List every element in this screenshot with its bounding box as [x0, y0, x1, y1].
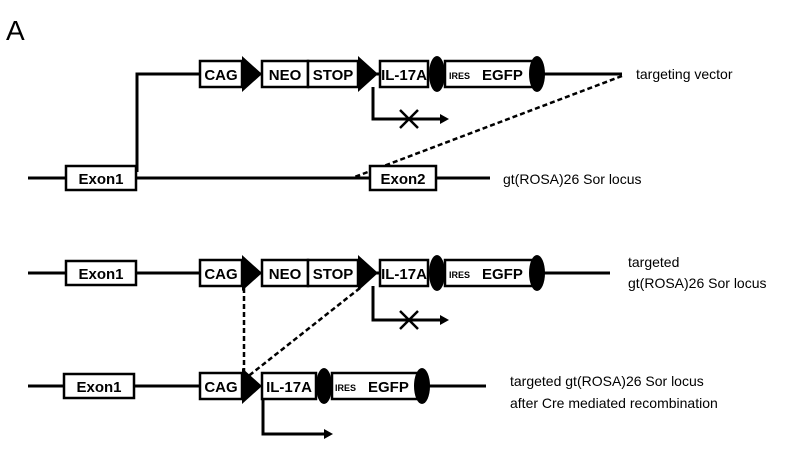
arrow-head	[324, 429, 333, 439]
cag-box	[198, 258, 244, 288]
egfp-label: EGFP	[368, 379, 409, 396]
il17a-box	[378, 59, 430, 89]
ires-label: IRES	[449, 71, 470, 81]
frt-oval	[414, 368, 430, 404]
wildtype-locus-row: Exon1 Exon2 gt(ROSA)26 Sor locus	[28, 164, 642, 192]
targeted-locus-row: Exon1 CAG NEO STOP IL-17A IRES EGFP targ…	[28, 254, 767, 330]
il17a-label: IL-17A	[266, 379, 312, 396]
recombined-label-line2: after Cre mediated recombination	[510, 395, 718, 411]
exon2-label: Exon2	[380, 171, 425, 188]
promoter-arrow	[242, 368, 262, 404]
exon1-label: Exon1	[78, 171, 123, 188]
arrow-head	[440, 114, 449, 124]
x-mark	[399, 109, 419, 129]
targeted-label-line1: targeted	[628, 254, 679, 270]
ires-egfp-box	[443, 258, 535, 288]
targeting-vector-row: CAG NEO STOP IL-17A IRES EGFP targeting …	[135, 56, 733, 172]
vector-left-arm	[135, 72, 200, 172]
neo-label: NEO	[269, 266, 302, 283]
targeted-label-line2: gt(ROSA)26 Sor locus	[628, 275, 767, 291]
blocked-transcription-arrow	[371, 286, 442, 322]
ires-egfp-box	[330, 371, 420, 401]
egfp-label: EGFP	[482, 266, 523, 283]
frt-oval	[529, 56, 545, 92]
egfp-label: EGFP	[482, 67, 523, 84]
exon1-box	[64, 259, 138, 287]
panel-label: A	[6, 15, 25, 46]
cag-label: CAG	[204, 67, 237, 84]
targeting-vector-label: targeting vector	[636, 66, 733, 82]
frt-oval	[529, 255, 545, 291]
excision-dashed-line	[245, 287, 361, 379]
loxp-arrow	[358, 255, 378, 291]
recombined-label-line1: targeted gt(ROSA)26 Sor locus	[510, 373, 704, 389]
il17a-label: IL-17A	[381, 266, 427, 283]
x-mark	[399, 310, 419, 330]
stop-label: STOP	[313, 67, 354, 84]
il17a-label: IL-17A	[381, 67, 427, 84]
stop-box	[306, 258, 360, 288]
recombined-locus-row: Exon1 CAG IL-17A IRES EGFP targeted gt(R…	[28, 368, 718, 439]
neo-label: NEO	[269, 67, 302, 84]
exon2-box	[368, 164, 438, 192]
transcription-arrow	[261, 400, 326, 436]
ires-label: IRES	[449, 270, 470, 280]
neo-box	[260, 59, 310, 89]
exon1-label: Exon1	[76, 379, 121, 396]
ires-label: IRES	[335, 383, 356, 393]
cag-box	[198, 371, 244, 401]
promoter-arrow	[242, 255, 262, 291]
arrow-head	[440, 315, 449, 325]
il17a-box	[260, 371, 318, 401]
frt-oval	[429, 255, 445, 291]
cag-label: CAG	[204, 379, 237, 396]
il17a-box	[378, 258, 430, 288]
exon1-box	[62, 372, 136, 400]
frt-oval	[316, 368, 332, 404]
frt-oval	[429, 56, 445, 92]
locus-label: gt(ROSA)26 Sor locus	[503, 171, 642, 187]
exon1-box	[64, 164, 138, 192]
homology-dashed-line	[351, 74, 623, 180]
loxp-arrow	[358, 56, 378, 92]
cag-label: CAG	[204, 266, 237, 283]
blocked-transcription-arrow	[371, 87, 442, 121]
cag-box	[198, 59, 244, 89]
stop-label: STOP	[313, 266, 354, 283]
promoter-arrow	[242, 56, 262, 92]
stop-box	[306, 59, 360, 89]
exon1-label: Exon1	[78, 266, 123, 283]
ires-egfp-box	[443, 59, 535, 89]
